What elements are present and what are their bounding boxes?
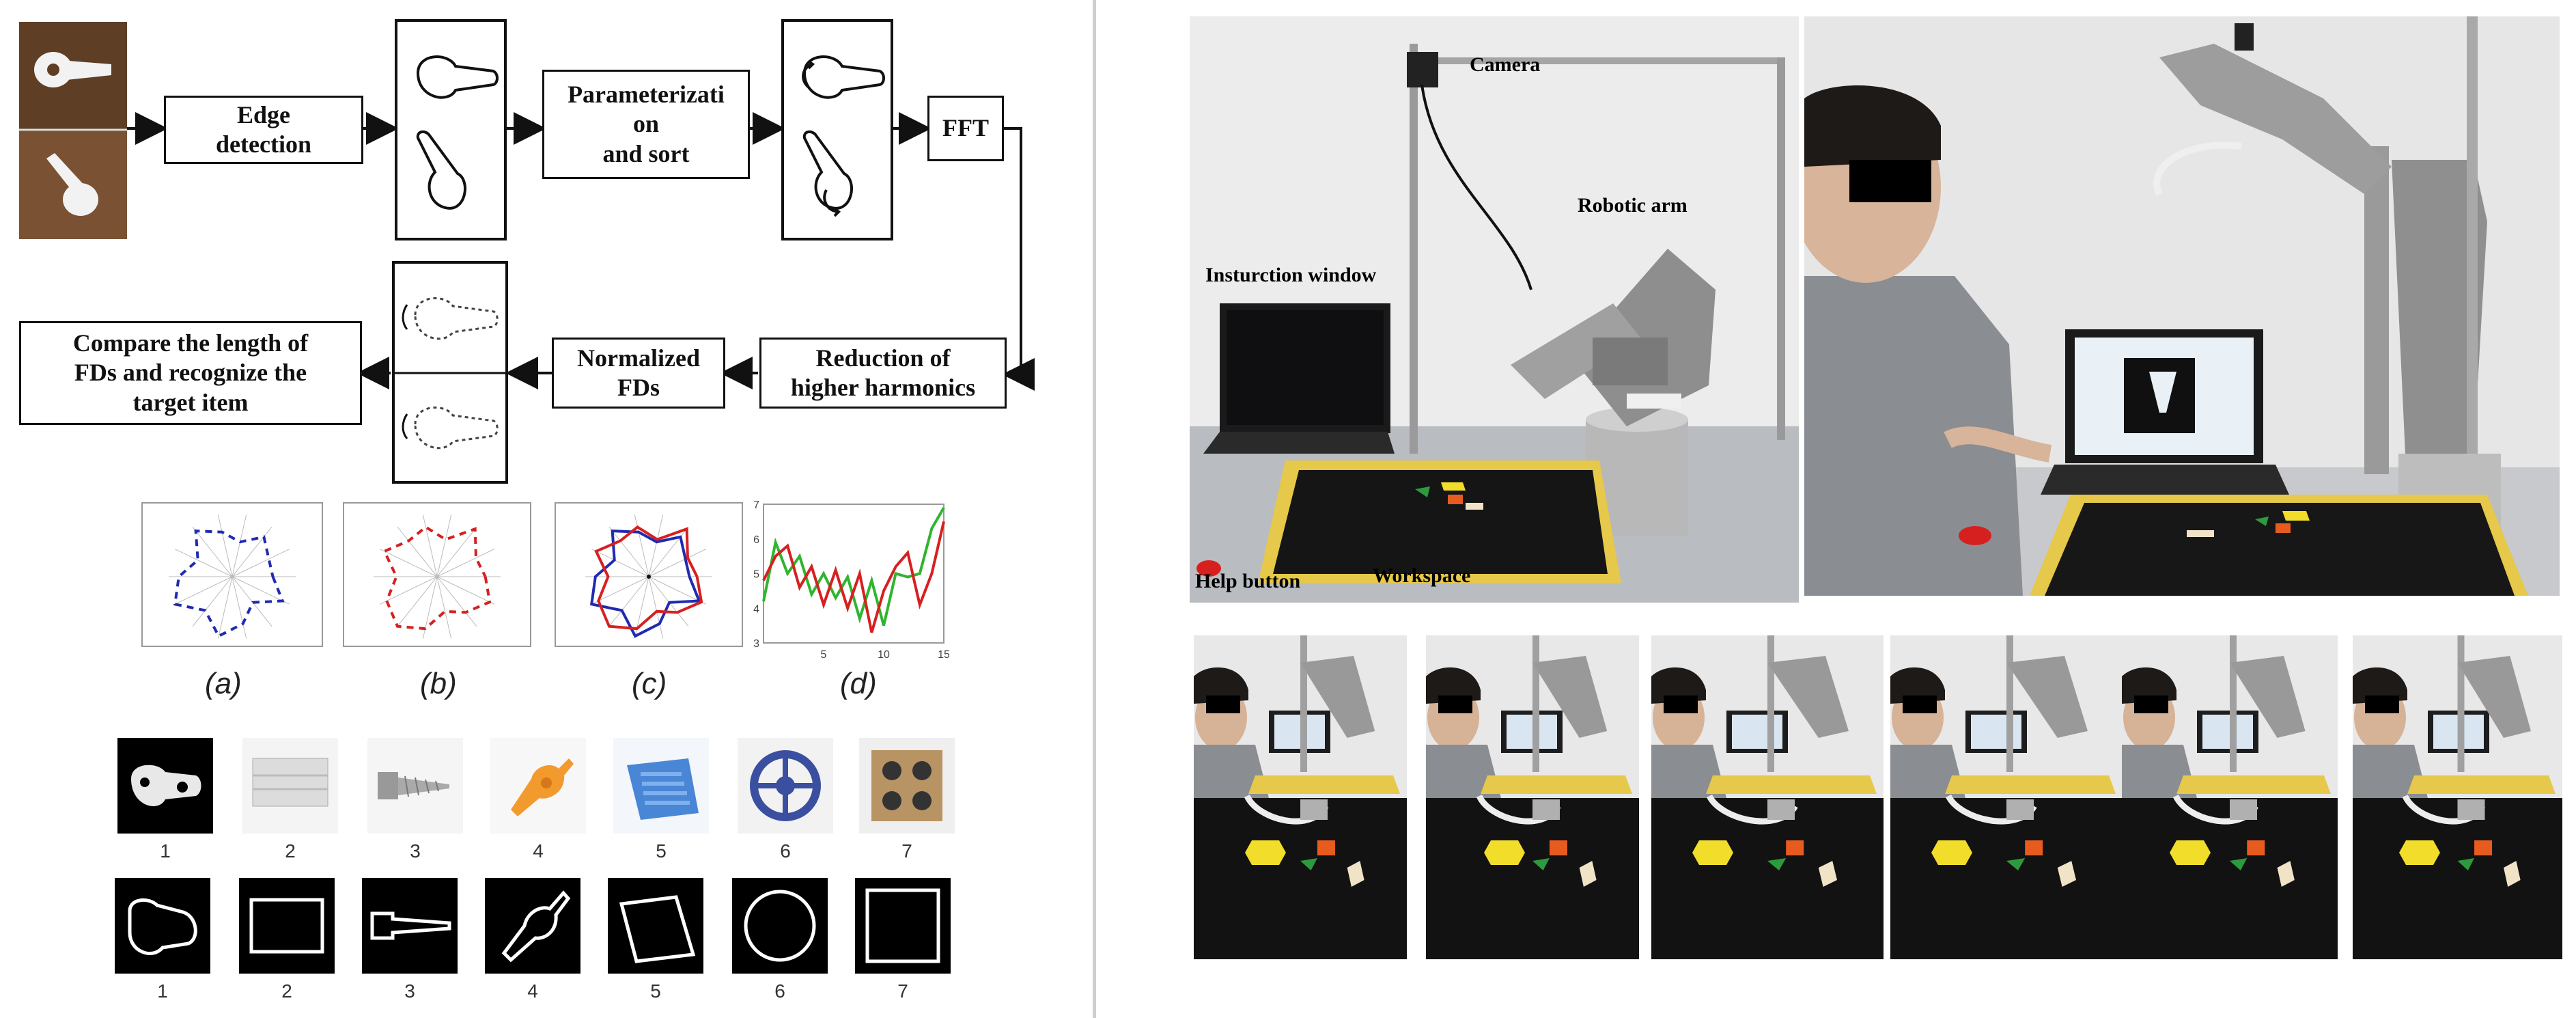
item-photo-7 — [859, 738, 955, 834]
fd-line-chart: 3 4 5 6 7 5 10 15 — [753, 499, 949, 661]
label-instruction-window: Insturction window — [1205, 264, 1377, 286]
label-camera: Camera — [1470, 53, 1541, 76]
item-outline-6 — [732, 878, 828, 974]
outline-number-5: 5 — [650, 980, 661, 1002]
y-tick-label: 4 — [753, 603, 759, 615]
reduction-box: Reduction of higher harmonics — [759, 338, 1007, 409]
sequence-frame-2 — [1426, 635, 1639, 959]
y-tick-label: 3 — [753, 638, 759, 650]
item-outline-5 — [608, 878, 703, 974]
item-outline-7 — [855, 878, 951, 974]
item-number-3: 3 — [410, 840, 421, 862]
fft-box: FFT — [927, 96, 1004, 161]
item-photo-5 — [613, 738, 709, 834]
outline-number-2: 2 — [281, 980, 292, 1002]
caption-d: (d) — [840, 667, 877, 700]
label-workspace: Workspace — [1373, 564, 1471, 587]
contour-frame — [395, 19, 507, 240]
item-photo-1 — [117, 738, 213, 834]
outline-number-4: 4 — [527, 980, 538, 1002]
outline-number-7: 7 — [897, 980, 908, 1002]
outline-number-3: 3 — [404, 980, 415, 1002]
y-tick-label: 6 — [753, 534, 759, 546]
item-outline-4 — [485, 878, 580, 974]
item-number-5: 5 — [656, 840, 667, 862]
outline-number-1: 1 — [157, 980, 168, 1002]
item-outline-3 — [362, 878, 458, 974]
caption-a: (a) — [205, 667, 242, 700]
item-outline-2 — [239, 878, 335, 974]
x-tick-label: 15 — [938, 649, 949, 661]
outline-number-6: 6 — [774, 980, 785, 1002]
operator-photo — [1804, 16, 2560, 596]
sequence-frame-1 — [1194, 635, 1407, 959]
item-number-2: 2 — [285, 840, 296, 862]
setup-photo — [1190, 16, 1799, 603]
parameterization-box: Parameterizati on and sort — [542, 70, 750, 179]
sorted-contour-frame — [781, 19, 893, 240]
plot-a — [137, 499, 328, 663]
item-photo-6 — [738, 738, 833, 834]
sequence-frame-3 — [1651, 635, 1884, 959]
sequence-frame-5 — [2122, 635, 2338, 959]
input-part-photo — [19, 22, 127, 239]
plot-b — [338, 499, 536, 663]
item-photo-2 — [242, 738, 338, 834]
input-part-image — [19, 22, 127, 239]
plot-c — [550, 499, 748, 663]
x-tick-label: 10 — [878, 649, 890, 661]
caption-b: (b) — [420, 667, 457, 700]
sequence-frame-6 — [2353, 635, 2562, 959]
y-tick-label: 7 — [753, 499, 759, 511]
compare-box: Compare the length of FDs and recognize … — [19, 321, 362, 425]
item-photo-4 — [490, 738, 586, 834]
item-outline-1 — [115, 878, 210, 974]
plot-d-line-chart: 3 4 5 6 7 5 10 15 — [744, 499, 949, 666]
x-tick-label: 5 — [821, 649, 827, 661]
label-robotic-arm: Robotic arm — [1578, 194, 1688, 217]
item-photo-3 — [367, 738, 463, 834]
item-number-1: 1 — [160, 840, 171, 862]
sequence-frame-4 — [1890, 635, 2123, 959]
caption-c: (c) — [632, 667, 667, 700]
series-line-2 — [762, 521, 945, 633]
label-help-button: Help button — [1195, 570, 1301, 592]
panel-divider — [1093, 0, 1096, 1018]
item-number-4: 4 — [533, 840, 544, 862]
normalized-fds-box: Normalized FDs — [552, 338, 725, 409]
reduced-contour-frame — [392, 261, 508, 484]
item-number-6: 6 — [780, 840, 791, 862]
y-tick-label: 5 — [753, 569, 759, 581]
item-number-7: 7 — [901, 840, 912, 862]
edge-detection-box: Edge detection — [164, 96, 363, 164]
